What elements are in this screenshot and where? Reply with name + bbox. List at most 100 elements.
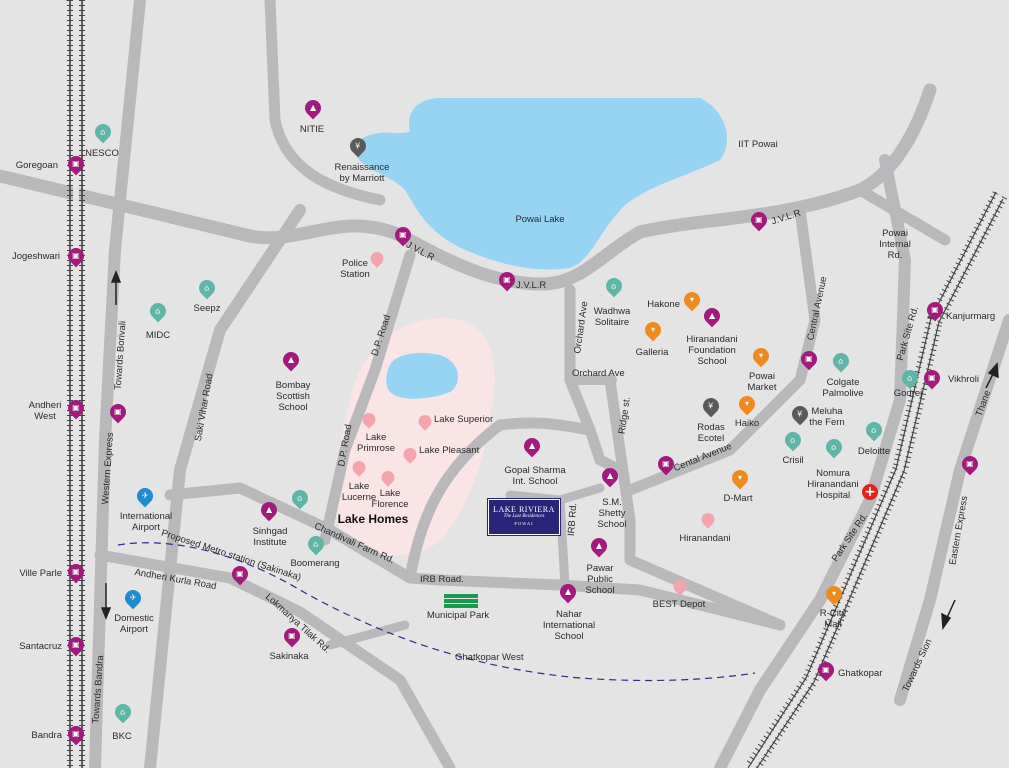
park-icon [444,594,478,608]
mortarboard-icon: ▲ [606,471,614,480]
train-icon: ▣ [662,459,670,468]
jvlr-label-2: J.V.L.R [516,280,547,291]
goregaon-label: Goregoan [15,160,58,171]
cart-icon: ▾ [744,399,750,409]
building-icon: ⌂ [313,539,319,549]
mortarboard-icon: ▲ [708,311,716,320]
road-lokmanya [325,620,410,650]
seepz-label: Seepz [193,303,221,314]
domestic-airport-label: Domestic Airport [114,613,154,635]
lake-pleasant-label: Lake Pleasant [419,445,480,456]
train-icon: ▣ [931,305,939,314]
sakinaka-label: Sakinaka [269,651,309,662]
best-depot-label: BEST Depot [652,599,706,610]
building-icon: ⌂ [871,425,877,435]
train-icon: ▣ [72,403,80,412]
d-mart-label: D-Mart [723,493,753,504]
train-icon: ▣ [399,230,407,239]
andheri-west-label: Andheri West [28,400,62,422]
police-station-label: Police Station [340,258,370,280]
jogeshwari-label: Jogeshwari [11,251,60,262]
cutlery-icon: ¥ [708,401,714,410]
road-irb-north [404,417,596,584]
road-park-site [714,154,911,768]
orchard-ave-h-label: Orchard Ave [572,368,625,379]
building-icon: ⌂ [611,281,617,291]
lake-primrose-label: Lake Primrose [356,432,396,454]
mortarboard-icon: ▲ [309,103,317,112]
haiko-label: Haiko [734,418,760,429]
irb-rd-label: IRB Rd. [565,502,580,537]
lake-homes-label: Lake Homes [337,512,409,526]
road-saki-vihar [144,204,306,768]
cutlery-icon: ¥ [797,409,803,418]
galleria-label: Galleria [635,347,669,358]
municipal-park-label: Municipal Park [426,610,490,621]
powai-lake-label: Powai Lake [515,214,565,225]
building-icon: ⌂ [204,283,210,293]
godrej-label: Godrej [893,388,923,399]
train-icon: ▣ [805,354,813,363]
ghatkopar-west-label: Ghatkopar West [455,652,524,663]
ghatkopar-label: Ghatkopar [838,668,883,679]
mortarboard-icon: ▲ [564,587,572,596]
logo-subtitle: The Last Residences [503,514,545,519]
building-icon: ⌂ [297,493,303,503]
bkc-label: BKC [112,731,132,742]
cart-icon: ▾ [831,589,837,599]
building-icon: ⌂ [155,306,161,316]
sm-shetty-label: S.M. Shetty School [597,497,627,530]
r-city-label: R-City Mall [819,608,847,630]
colgate-label: Colgate Palmolive [822,377,864,399]
deloitte-label: Deloitte [857,446,891,457]
hakone-label: Hakone [647,299,680,310]
mortarboard-icon: ▲ [528,441,536,450]
building-icon: ⌂ [120,707,126,717]
road-jvlr-east [854,184,951,246]
nesco-label: NESCO [85,148,119,159]
logo-title: LAKE RIVIERA [493,505,555,514]
ville-parle-label: Ville Parle [19,568,62,579]
powai-market-label: Powai Market [747,371,777,393]
road-dp [319,249,416,546]
cart-icon: ▾ [689,295,695,305]
train-icon: ▣ [114,407,122,416]
train-icon: ▣ [503,275,511,284]
road-western-express [89,0,146,768]
red-cross-icon[interactable]: + [862,484,878,500]
train-icon: ▣ [72,159,80,168]
hiranandani-foundation-label: Hiranandani Foundation School [686,334,738,367]
building-icon: ⌂ [907,373,913,383]
road-orchard-ave [564,284,626,476]
nahar-label: Nahar International School [542,609,596,642]
train-icon: ▣ [72,640,80,649]
train-icon: ▣ [928,373,936,382]
kanjurmarg-label: Kanjurmarg [946,311,996,322]
nomura-label: Nomura Hiranandani Hospital [807,468,859,501]
pawar-school-label: Pawar Public School [585,563,615,596]
powai-lake [355,98,728,270]
santacruz-label: Santacruz [19,641,62,652]
rodas-label: Rodas Ecotel [697,422,725,444]
irb-road-label: IRB Road. [420,574,464,585]
train-icon: ▣ [288,631,296,640]
renaissance-label: Renaissance by Marriott [334,162,390,184]
mortarboard-icon: ▲ [595,541,603,550]
crisil-label: Crisil [782,455,804,466]
building-icon: ⌂ [831,442,837,452]
road-central-avenue [624,204,821,496]
wadhwa-label: Wadhwa Solitaire [593,306,631,328]
boomerang-label: Boomerang [290,558,340,569]
road-andheri-kurla [94,549,456,768]
bandra-label: Bandra [31,730,62,741]
lake-riviera-logo[interactable]: LAKE RIVIERA The Last Residences POWAI [487,498,561,536]
bombay-scottish-label: Bombay Scottish School [275,380,311,413]
road-nahar-access [555,495,570,590]
road-chandivali [164,482,786,631]
lake-florence-label: Lake Florence [371,488,409,510]
lake-lucerne-label: Lake Lucerne [341,481,377,503]
train-icon: ▣ [822,665,830,674]
train-icon: ▣ [966,459,974,468]
cutlery-icon: ¥ [355,141,361,150]
